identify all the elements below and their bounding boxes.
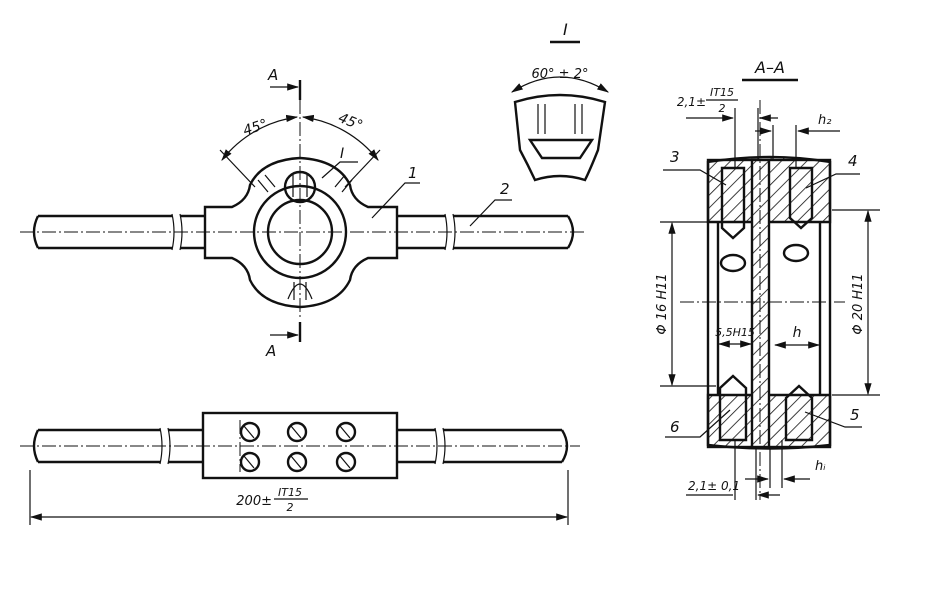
body-side — [201, 411, 399, 480]
dia-left-label: Φ 16 H11 — [655, 273, 670, 334]
part-label-2: 2 — [500, 180, 510, 198]
width-right-label: h — [793, 325, 802, 341]
h1-label: hᵢ — [815, 459, 826, 474]
part-label-6: 6 — [670, 418, 680, 436]
screw-holes — [239, 420, 357, 473]
dia-right-label: Φ 20 H11 — [851, 273, 866, 334]
part-label-3: 3 — [670, 148, 680, 166]
part-label-1: 1 — [408, 164, 418, 182]
section-mark-bottom: A — [265, 342, 276, 360]
detail-angle: 60° ± 2° — [532, 67, 589, 82]
handle-right — [397, 214, 575, 250]
overall-length-num: IT15 — [278, 486, 302, 499]
handle-left — [32, 214, 205, 250]
section-view-AA: A–A 2,1± IT15 2 h₂ — [655, 58, 880, 500]
detail-view-I: I 60° ± 2° — [510, 20, 610, 182]
bottom-dim-label: 2,1± 0,1 — [688, 479, 740, 493]
section-title: A–A — [754, 58, 785, 77]
front-view: 45° 45° A A I 1 2 — [20, 66, 585, 360]
angle-left-label: 45° — [241, 116, 270, 139]
top-dim-den: 2 — [719, 102, 726, 115]
body-outline — [203, 156, 399, 309]
angle-right-label: 45° — [336, 110, 365, 134]
width-left-label: 5,5H15 — [715, 326, 755, 339]
detail-callout: I — [340, 146, 344, 162]
part-label-4: 4 — [848, 152, 858, 170]
detail-title: I — [563, 20, 568, 39]
h2-label: h₂ — [818, 113, 831, 128]
top-dim-main: 2,1± — [677, 95, 706, 109]
side-view: 200± IT15 2 — [20, 411, 580, 525]
part-label-5: 5 — [850, 406, 860, 424]
top-dim-num: IT15 — [710, 86, 734, 99]
overall-length-den: 2 — [287, 501, 294, 514]
section-mark-top: A — [267, 66, 278, 84]
screw-top — [283, 170, 317, 204]
overall-length-main: 200± — [236, 494, 272, 509]
